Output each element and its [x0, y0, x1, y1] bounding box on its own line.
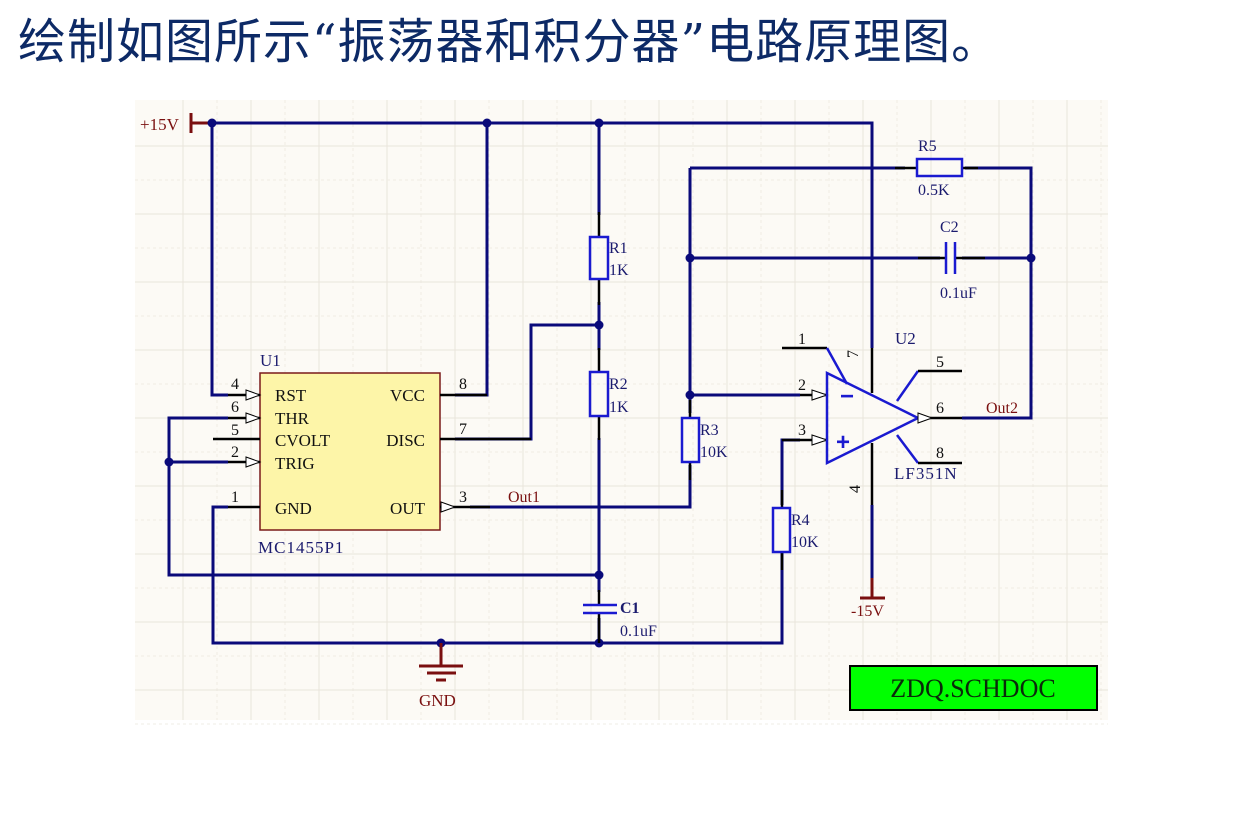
- u1-timer-ic[interactable]: U1 MC1455P1 4 6 5 2 1 8 7 3 RST THR CVOL…: [213, 351, 531, 557]
- u1-pin-num: 7: [459, 421, 467, 438]
- r4-ref: R4: [791, 512, 810, 529]
- r2-value: 1K: [609, 399, 629, 416]
- u1-pin-name: TRIG: [275, 454, 315, 473]
- u1-pin-name: DISC: [386, 431, 425, 450]
- u1-pin-name: RST: [275, 386, 307, 405]
- opamp-triangle: [825, 370, 921, 466]
- resistor-r3[interactable]: R3 10K: [680, 400, 728, 480]
- c1-ref: C1: [620, 600, 640, 617]
- u1-body: [259, 372, 441, 531]
- u2-pin-num: 7: [845, 350, 862, 358]
- u1-pin-name: GND: [275, 499, 312, 518]
- vcc-label: +15V: [140, 115, 180, 134]
- u1-designator: U1: [260, 351, 281, 370]
- resistor-body: [771, 506, 792, 554]
- input-arrow-icon: [811, 434, 829, 446]
- u1-pin-name: CVOLT: [275, 431, 331, 450]
- u1-pin-num: 4: [231, 376, 239, 393]
- u1-pin-num: 1: [231, 489, 239, 506]
- r5-ref: R5: [918, 138, 937, 155]
- resistor-body: [915, 157, 964, 178]
- u1-pin-num: 3: [459, 489, 467, 506]
- r3-value: 10K: [700, 444, 728, 461]
- resistor-r1[interactable]: R1 1K: [588, 212, 629, 305]
- u1-pin-name: OUT: [390, 499, 426, 518]
- junction: [1026, 253, 1036, 263]
- junctions: [164, 118, 1036, 648]
- u2-pin-num: 6: [936, 400, 944, 417]
- output-arrow-icon: [440, 501, 457, 513]
- wire-rst: [210, 123, 228, 397]
- junction: [685, 390, 695, 400]
- input-arrow-icon: [245, 456, 262, 468]
- u1-pin-num: 8: [459, 376, 467, 393]
- junction: [594, 320, 604, 330]
- u2-pin-num: 5: [936, 354, 944, 371]
- resistor-body: [680, 416, 701, 464]
- junction: [207, 118, 217, 128]
- u2-designator: U2: [895, 329, 916, 348]
- r1-ref: R1: [609, 240, 628, 257]
- u1-pin-num: 6: [231, 399, 239, 416]
- r1-value: 1K: [609, 262, 629, 279]
- resistor-r2[interactable]: R2 1K: [588, 348, 629, 440]
- r4-value: 10K: [791, 534, 819, 551]
- capacitor-c2[interactable]: C2 0.1uF: [918, 219, 985, 302]
- vcc-power-port: +15V: [140, 113, 212, 134]
- junction: [594, 118, 604, 128]
- gnd-label: GND: [419, 691, 456, 710]
- u1-pin-name: THR: [275, 409, 310, 428]
- r2-ref: R2: [609, 376, 628, 393]
- u2-pin-num: 3: [798, 422, 806, 439]
- resistor-body: [588, 235, 610, 281]
- junction: [482, 118, 492, 128]
- c2-ref: C2: [940, 219, 959, 236]
- u2-pin-num: 4: [847, 485, 864, 493]
- junction: [594, 570, 604, 580]
- junction: [164, 457, 174, 467]
- input-arrow-icon: [245, 389, 262, 401]
- u1-pin-num: 5: [231, 422, 239, 439]
- u1-part: MC1455P1: [258, 538, 344, 557]
- u1-pin-name: VCC: [390, 386, 425, 405]
- grid: [135, 100, 1108, 725]
- input-arrow-icon: [245, 412, 262, 424]
- u1-pin-num: 2: [231, 444, 239, 461]
- resistor-body: [588, 370, 610, 418]
- u2-part: LF351N: [894, 464, 958, 483]
- document-name-badge: ZDQ.SCHDOC: [849, 665, 1098, 711]
- input-arrow-icon: [811, 389, 829, 401]
- output-arrow-icon: [917, 412, 934, 424]
- page-title: 绘制如图所示“振荡器和积分器”电路原理图。: [18, 14, 1001, 70]
- resistor-r4[interactable]: R4 10K: [771, 490, 819, 570]
- wire-noninv: [780, 438, 800, 505]
- capacitor-c1[interactable]: C1 0.1uF: [583, 590, 657, 643]
- net-label-out2: Out2: [986, 400, 1018, 417]
- vee-power-port: -15V: [851, 578, 885, 620]
- c2-value: 0.1uF: [940, 285, 977, 302]
- plus-sign-icon: +: [836, 429, 850, 456]
- gnd-power-port: GND: [419, 643, 463, 710]
- net-label-out1: Out1: [508, 489, 540, 506]
- u2-pin-num: 2: [798, 377, 806, 394]
- junction: [685, 253, 695, 263]
- wire-vcc-pin8: [455, 123, 489, 397]
- c1-value: 0.1uF: [620, 623, 657, 640]
- u2-pin-num: 8: [936, 445, 944, 462]
- r5-value: 0.5K: [918, 182, 950, 199]
- u2-pin-num: 1: [798, 331, 806, 348]
- wire-gnd: [211, 505, 784, 645]
- r3-ref: R3: [700, 422, 719, 439]
- wire-thr: [167, 416, 599, 577]
- u2-opamp[interactable]: − + U2 LF351N 1 2 3 4 5 6 7 8: [782, 329, 962, 505]
- wire-r5-right: [962, 166, 1033, 420]
- vee-label: -15V: [851, 603, 884, 620]
- wire-vcc-rail: [212, 121, 874, 348]
- minus-sign-icon: −: [840, 383, 854, 410]
- wire-disc: [455, 323, 599, 441]
- resistor-r5[interactable]: R5 0.5K: [895, 138, 978, 199]
- document-name: ZDQ.SCHDOC: [890, 674, 1055, 703]
